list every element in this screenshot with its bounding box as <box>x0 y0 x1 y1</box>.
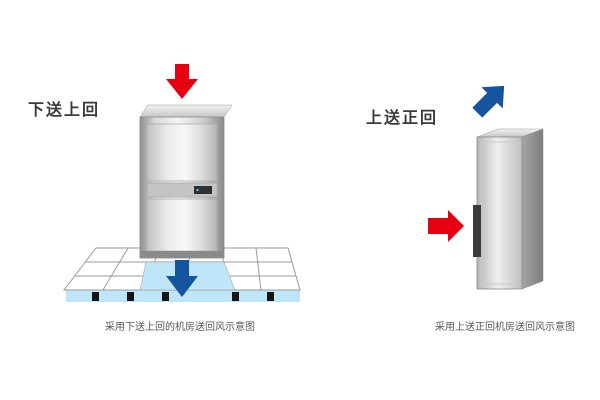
cabinet-lower-door <box>146 198 218 252</box>
cabinet-side <box>521 128 544 290</box>
cabinet-upper-door <box>146 123 218 182</box>
underfloor-plenum <box>66 290 300 302</box>
left-figure-caption: 采用下送上回的机房送回风示意图 <box>105 322 255 333</box>
return-air-arrow-red-down-icon <box>166 64 198 99</box>
floor-pedestals <box>92 292 274 301</box>
cabinet-base <box>140 251 224 258</box>
cabinet-front <box>476 136 523 290</box>
server-cabinet-left <box>139 104 233 259</box>
status-led <box>196 188 199 192</box>
display-slot <box>194 186 212 194</box>
left-figure-title: 下送上回 <box>28 102 101 119</box>
return-air-arrow-red-right-icon <box>428 210 464 242</box>
server-cabinet-right <box>473 128 544 290</box>
right-figure-title: 上送正回 <box>366 110 439 127</box>
cabinet-top <box>139 104 233 118</box>
supply-air-arrow-blue-up-right-icon <box>472 85 505 118</box>
supply-air-arrow-blue-down-icon <box>166 260 198 297</box>
vent-slot <box>473 205 481 257</box>
right-figure-caption: 采用上送正回机房送回风示意图 <box>435 322 575 333</box>
